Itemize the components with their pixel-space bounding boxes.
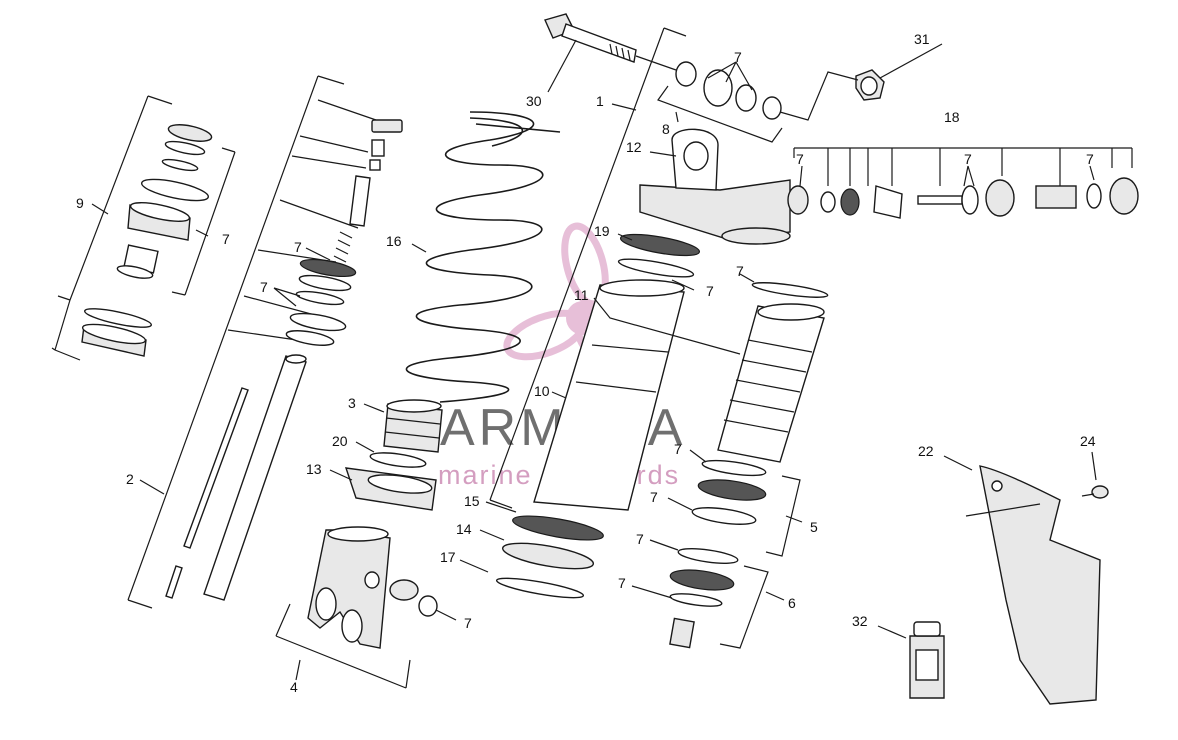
spring-16: [405, 111, 561, 403]
valve-6: [669, 548, 739, 649]
oring-11: [751, 282, 829, 298]
screw-24: [1081, 485, 1109, 499]
callout-11: 11: [574, 287, 589, 303]
nut-31: [855, 69, 885, 101]
callout-31: 31: [914, 31, 930, 47]
callout-32: 32: [852, 613, 868, 629]
spring-seat-13: [344, 467, 437, 511]
bolt-30: [544, 13, 637, 63]
callout-1: 1: [596, 93, 604, 109]
callout-16: 16: [386, 233, 402, 249]
callout-4: 4: [290, 679, 298, 695]
callout-10: 10: [534, 383, 550, 399]
callout-7-a18: 7: [796, 151, 804, 167]
group-5-bracket: [765, 475, 801, 557]
callout-7-g5a: 7: [674, 441, 682, 457]
callout-7-c18: 7: [1086, 151, 1094, 167]
callout-24: 24: [1080, 433, 1096, 449]
group-8-bracket: [657, 85, 783, 143]
callout-20: 20: [332, 433, 348, 449]
callout-8: 8: [662, 121, 670, 137]
callout-22: 22: [918, 443, 934, 459]
callout-6: 6: [788, 595, 796, 611]
callout-7-g6a: 7: [636, 531, 644, 547]
group-1-bracket: [489, 27, 687, 509]
callout-7-r19: 7: [706, 283, 714, 299]
bushing-group-8: [675, 61, 782, 120]
clevis-4: [307, 526, 438, 649]
callout-7-g4: 7: [464, 615, 472, 631]
piston-5: [691, 459, 767, 525]
callout-7-g2b: 7: [260, 279, 268, 295]
group-6-bracket: [719, 565, 769, 649]
callout-5: 5: [810, 519, 818, 535]
callout-13: 13: [306, 461, 322, 477]
oil-bottle-32: [909, 621, 945, 699]
group-18-bracket: [793, 147, 1132, 158]
callout-2: 2: [126, 471, 134, 487]
callout-18: 18: [944, 109, 960, 125]
callout-17: 17: [440, 549, 456, 565]
ring-19: [619, 233, 701, 257]
callout-12: 12: [626, 139, 642, 155]
callout-7-b18: 7: [964, 151, 972, 167]
callout-19: 19: [594, 223, 610, 239]
callout-30: 30: [526, 93, 542, 109]
leader-lines: [91, 39, 1097, 681]
group-2-bracket: [127, 75, 345, 609]
reservoir-head-12: [639, 128, 791, 245]
piston-rod-2: [165, 119, 403, 601]
callout-15: 15: [464, 493, 480, 509]
callout-14: 14: [456, 521, 472, 537]
seal-kit-9: [81, 124, 213, 357]
group-4-bracket: [275, 603, 411, 689]
group-9-bracket-right: [171, 147, 236, 296]
callout-3: 3: [348, 395, 356, 411]
callout-labels: 30 1 7 8 31 12 18 7 7 7 9 7 19 7 7 11 16…: [76, 31, 1096, 695]
mudguard-22: [979, 465, 1101, 705]
oring-upper: [617, 258, 695, 278]
washer-20: [369, 452, 427, 468]
group-2-ladder-lines: [227, 99, 377, 345]
rings-14-15-17: [495, 515, 604, 599]
shock-body-1: [533, 279, 685, 511]
callout-7-g5b: 7: [650, 489, 658, 505]
bump-stop-3: [383, 399, 443, 453]
callout-7-top: 7: [734, 49, 742, 65]
boot-11: [717, 303, 825, 463]
group-9-bracket-left: [51, 95, 173, 361]
callout-9: 9: [76, 195, 84, 211]
bolt-axis-line: [635, 55, 859, 121]
callout-7-r11: 7: [736, 263, 744, 279]
group-18-ticks: [827, 148, 1133, 186]
callout-7-g2a: 7: [294, 239, 302, 255]
adjuster-18: [787, 177, 1139, 219]
callout-7-g9: 7: [222, 231, 230, 247]
callout-7-g6b: 7: [618, 575, 626, 591]
